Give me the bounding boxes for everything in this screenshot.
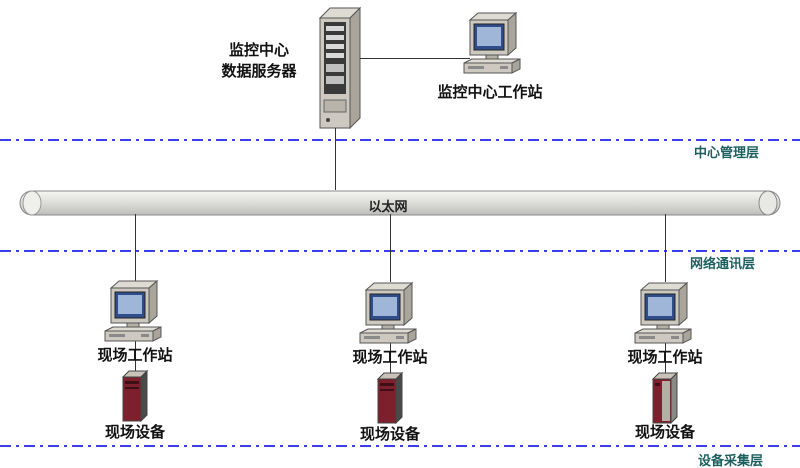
field-device-label-2: 现场设备	[359, 425, 420, 443]
field-workstation-label-3: 现场工作站	[627, 348, 703, 366]
connector-bus-to-field-workstation-1	[135, 214, 136, 282]
data-server-label-line2: 数据服务器	[221, 62, 297, 80]
field-device-label-1: 现场设备	[104, 423, 165, 441]
layer-label-center-management: 中心管理层	[694, 146, 760, 161]
connector-server-to-center-workstation	[360, 58, 470, 59]
connector-bus-to-field-workstation-2	[390, 214, 391, 282]
server-tower-icon	[316, 6, 364, 134]
layer-divider-line-1	[0, 139, 800, 141]
data-server-label-line1: 监控中心	[228, 41, 289, 59]
field-workstation-icon-3	[633, 280, 697, 350]
layer-divider-line-2	[0, 250, 800, 252]
layer-label-device-collection: 设备采集层	[698, 454, 764, 468]
connector-workstation-to-device-3	[665, 343, 666, 374]
ethernet-bus-label: 以太网	[368, 200, 408, 215]
connector-server-to-bus	[335, 128, 336, 190]
field-workstation-label-2: 现场工作站	[352, 348, 428, 366]
field-device-label-3: 现场设备	[634, 423, 695, 441]
data-server-label: 监控中心 数据服务器	[212, 40, 306, 82]
field-device-icon-1	[120, 369, 150, 426]
field-workstation-icon-2	[358, 280, 422, 350]
center-workstation-label: 监控中心工作站	[437, 83, 543, 101]
field-workstation-icon-1	[103, 278, 167, 348]
connector-workstation-to-device-2	[390, 343, 391, 374]
layer-divider-line-3	[0, 445, 800, 447]
ethernet-bus	[18, 188, 782, 222]
field-workstation-label-1: 现场工作站	[97, 346, 173, 364]
connector-workstation-to-device-1	[135, 341, 136, 372]
field-device-icon-3	[650, 371, 680, 428]
center-workstation-icon	[462, 10, 526, 80]
layer-label-network-communication: 网络通讯层	[690, 257, 756, 272]
connector-bus-to-field-workstation-3	[665, 214, 666, 282]
field-device-icon-2	[375, 371, 405, 428]
